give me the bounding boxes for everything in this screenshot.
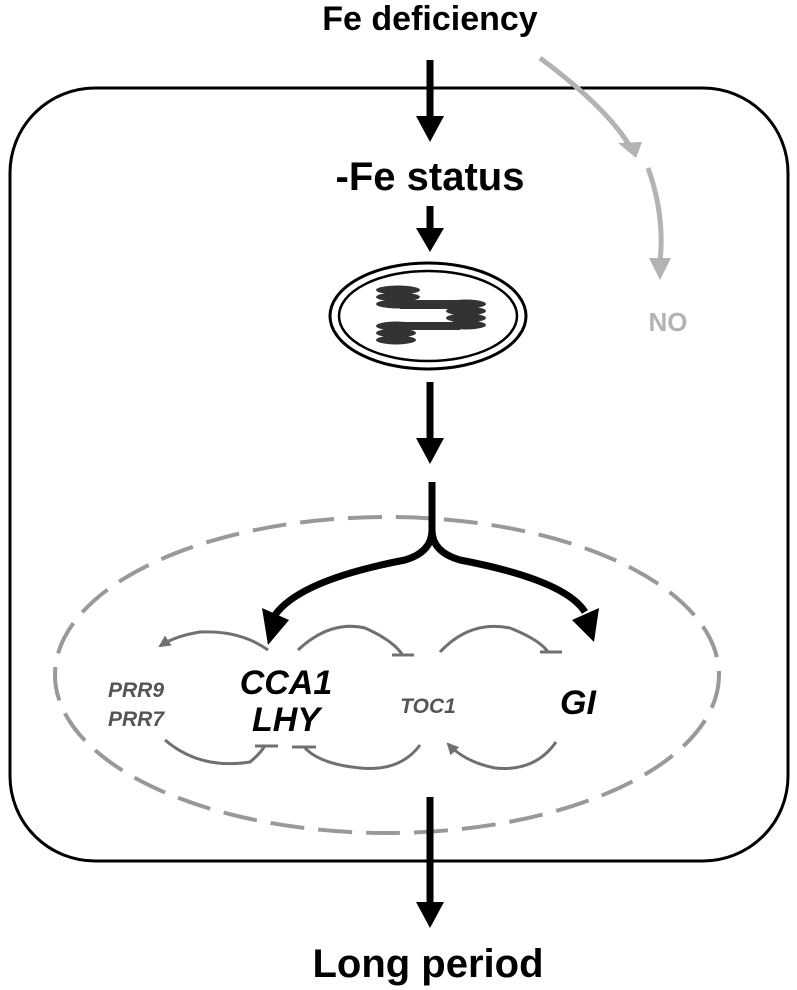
- no-label: NO: [649, 307, 688, 337]
- fork-arrow: [262, 482, 599, 645]
- gene-gi: GI: [560, 684, 597, 722]
- fe-status-label: -Fe status: [336, 155, 525, 199]
- nucleus-outline: [53, 515, 721, 835]
- arrow-to-long-period: [416, 797, 444, 928]
- arrow-fe-to-no: [538, 55, 671, 280]
- arrow-chloroplast-to-nucleus: [416, 382, 444, 464]
- gene-prr7: PRR7: [108, 708, 165, 731]
- gene-toc1: TOC1: [400, 695, 456, 718]
- arrow-status-to-chloroplast: [416, 206, 444, 252]
- arrow-fe-to-status: [416, 60, 444, 142]
- fe-deficiency-label: Fe deficiency: [322, 0, 538, 38]
- gene-cca1: CCA1: [240, 664, 333, 702]
- clock-loops: [158, 624, 562, 771]
- long-period-label: Long period: [312, 942, 543, 986]
- cell-outline: [8, 86, 790, 863]
- gene-lhy: LHY: [252, 701, 323, 739]
- chloroplast-icon: [328, 261, 528, 371]
- gene-prr9: PRR9: [108, 679, 164, 702]
